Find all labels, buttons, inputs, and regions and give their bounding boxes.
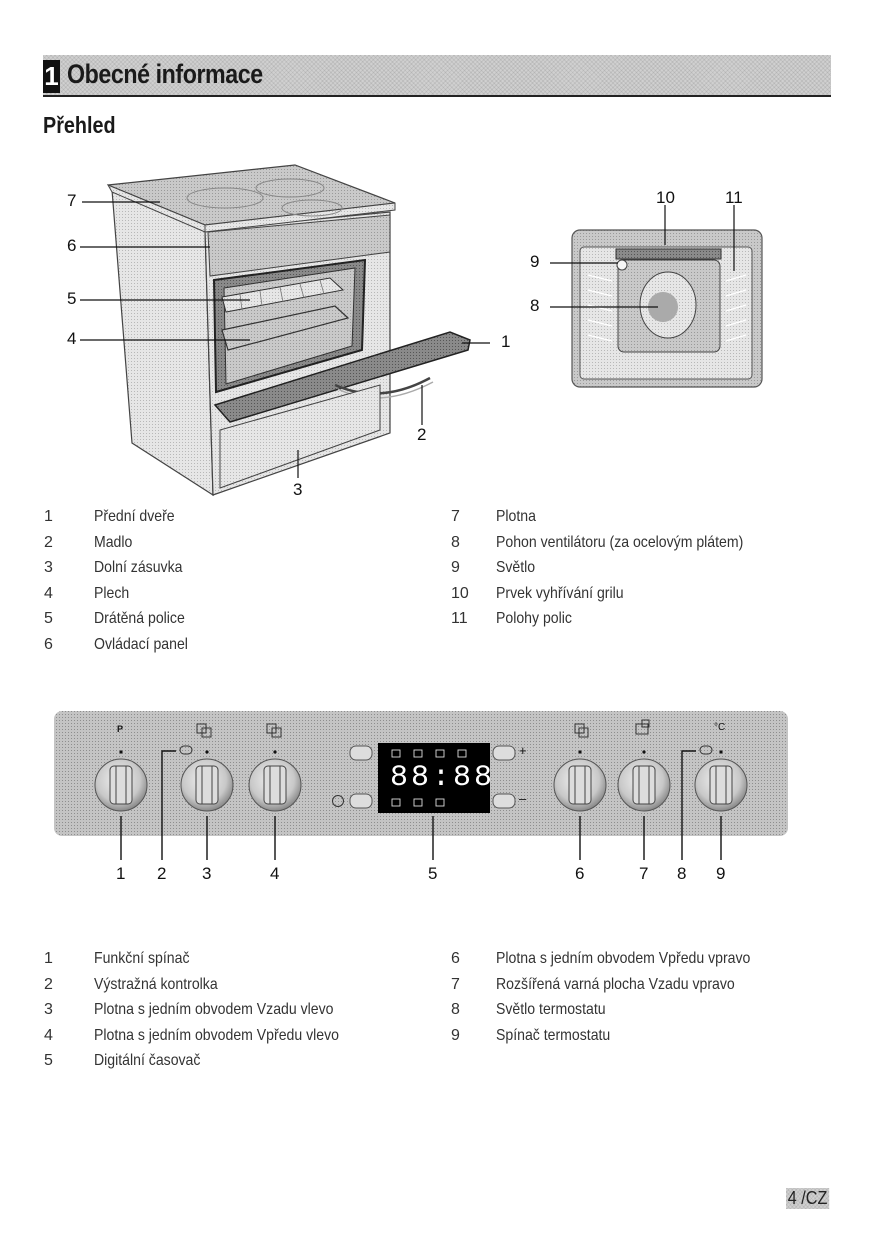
section-header: 1 Obecné informace [43, 55, 831, 97]
subheading: Přehled [43, 112, 116, 138]
callout-6: 6 [67, 236, 77, 255]
minus-label: – [519, 791, 527, 806]
callout-9: 9 [530, 252, 540, 271]
callout-3: 3 [293, 480, 303, 499]
control-panel-drawing [54, 711, 788, 860]
panel-callout-2: 2 [157, 864, 167, 883]
timer-button-mode [349, 745, 373, 761]
panel-callout-8: 8 [677, 864, 687, 883]
wire-shelf [221, 277, 345, 313]
page-number: 4 /CZ [787, 1188, 828, 1209]
knob-rear-left [180, 723, 234, 812]
callout-10: 10 [656, 188, 675, 207]
symbol-thermostat: °C [714, 722, 726, 733]
panel-callout-3: 3 [202, 864, 212, 883]
oven-cavity-illustration: 10 11 9 8 [520, 185, 780, 395]
thermostat-lamp [699, 745, 713, 755]
oven-door [213, 331, 471, 423]
baking-tray [221, 305, 350, 351]
knob-thermostat [694, 750, 748, 812]
section-header-bar [43, 55, 831, 95]
knob-front-left [248, 723, 302, 812]
panel-callout-9: 9 [716, 864, 726, 883]
control-panel-illustration: P °C 88:88 + – 1 2 3 4 5 6 7 8 9 [50, 708, 790, 888]
callout-4: 4 [67, 329, 77, 348]
callout-7: 7 [67, 191, 77, 210]
grill-element [615, 248, 722, 260]
section-number: 1 [43, 60, 60, 93]
warning-lamp [179, 745, 193, 755]
panel-callout-5: 5 [428, 864, 438, 883]
timer-button-minus [492, 793, 516, 809]
panel-callout-6: 6 [575, 864, 585, 883]
knob-front-right [553, 723, 607, 812]
oven-side-panel [111, 189, 214, 497]
callout-1: 1 [501, 332, 511, 351]
oven-light [616, 259, 628, 271]
knob-rear-right [617, 719, 671, 812]
panel-callout-4: 4 [270, 864, 280, 883]
panel-callout-7: 7 [639, 864, 649, 883]
plus-label: + [519, 743, 527, 758]
timer-digits: 88:88 [390, 761, 496, 795]
callout-8: 8 [530, 296, 540, 315]
knob-function [94, 750, 148, 812]
panel-callout-1: 1 [116, 864, 126, 883]
callout-11: 11 [725, 188, 743, 207]
callout-2: 2 [417, 425, 427, 444]
door-handle [334, 376, 431, 395]
oven-drawing [80, 164, 490, 497]
timer-button-clock [349, 793, 373, 809]
section-title: Obecné informace [67, 59, 263, 89]
control-panel [207, 214, 391, 277]
oven-illustration: 7 6 5 4 1 2 3 [50, 160, 520, 505]
timer-button-plus [492, 745, 516, 761]
symbol-function: P [117, 724, 124, 734]
bottom-drawer [219, 384, 381, 489]
timer-display [378, 743, 490, 813]
callout-5: 5 [67, 289, 77, 308]
cavity-drawing [550, 205, 763, 388]
